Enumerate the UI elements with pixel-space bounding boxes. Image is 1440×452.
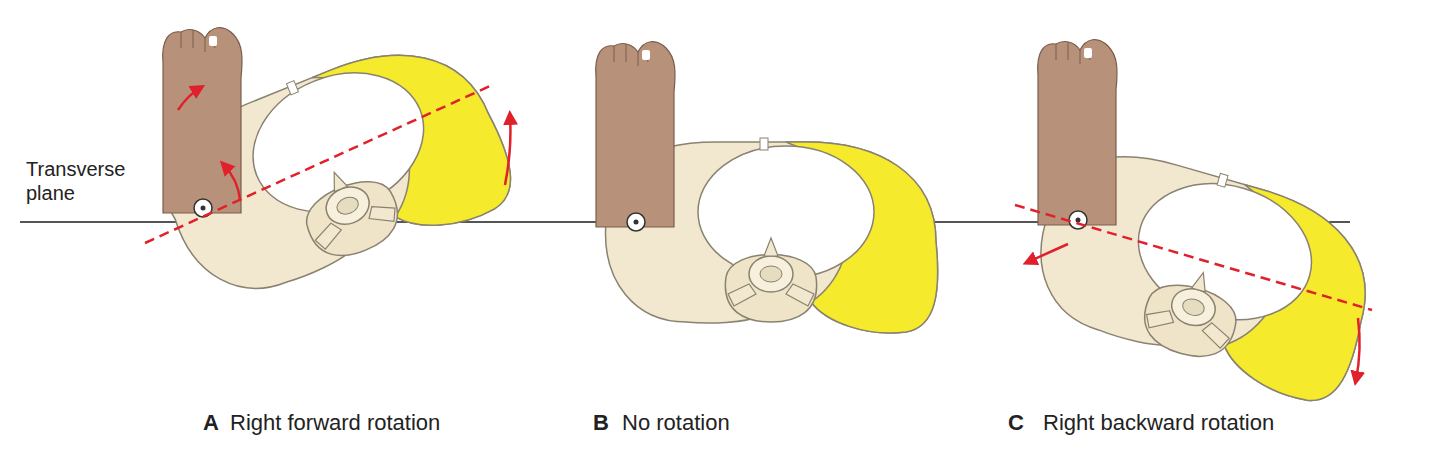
panel-letter: B [593, 410, 609, 435]
panel-caption: No rotation [622, 410, 730, 435]
plane-label: Transverse plane [24, 157, 132, 205]
panel-letter: C [1008, 410, 1024, 435]
panel-caption: Right forward rotation [230, 410, 440, 435]
panel-caption: Right backward rotation [1043, 410, 1274, 435]
panel-letter: A [203, 410, 219, 435]
